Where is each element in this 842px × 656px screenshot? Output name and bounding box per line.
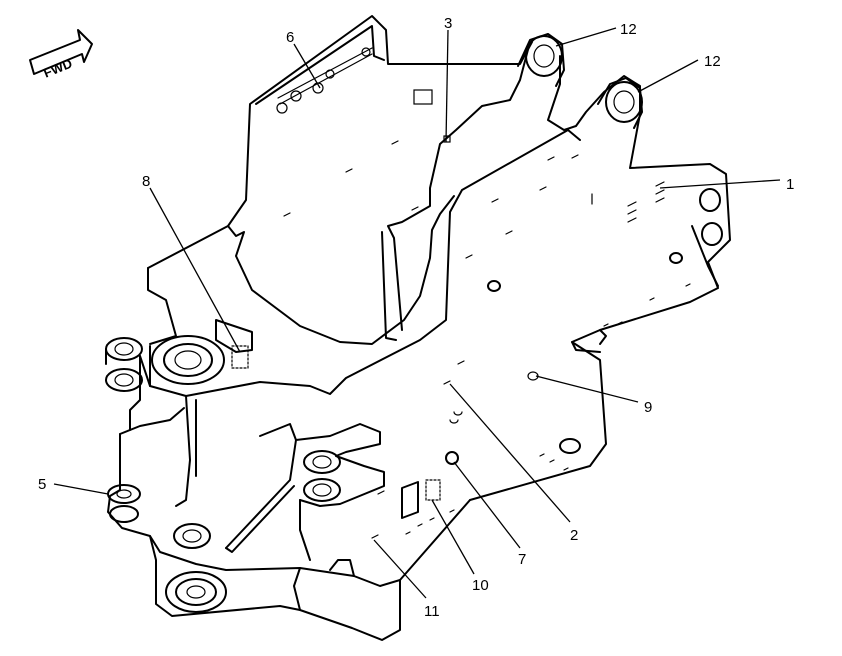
callout-2: 2 [570, 527, 578, 544]
forward-arrow-icon: FWD [29, 29, 93, 81]
callout-9: 9 [644, 399, 652, 416]
callout-labels: 1 2 3 5 6 7 8 9 10 11 12 12 [38, 15, 794, 620]
mounting-plates [215, 319, 441, 519]
lower-frame-body [107, 345, 471, 641]
callout-8: 8 [142, 173, 150, 190]
callout-11: 11 [424, 603, 440, 620]
callout-5: 5 [38, 476, 46, 493]
upper-frame-outline [139, 15, 731, 501]
callout-3: 3 [444, 15, 452, 32]
callout-12-right: 12 [704, 53, 721, 70]
callout-10: 10 [472, 577, 489, 594]
hose-clamp-line [276, 47, 373, 114]
callout-leaders [53, 27, 781, 599]
callout-7: 7 [518, 551, 526, 568]
callout-12-left: 12 [620, 21, 637, 38]
studs-and-bolts [283, 89, 691, 539]
callout-1: 1 [786, 176, 794, 193]
boom-foot-brackets [517, 33, 643, 129]
callout-6: 6 [286, 29, 294, 46]
forward-direction-label: FWD [41, 56, 74, 81]
